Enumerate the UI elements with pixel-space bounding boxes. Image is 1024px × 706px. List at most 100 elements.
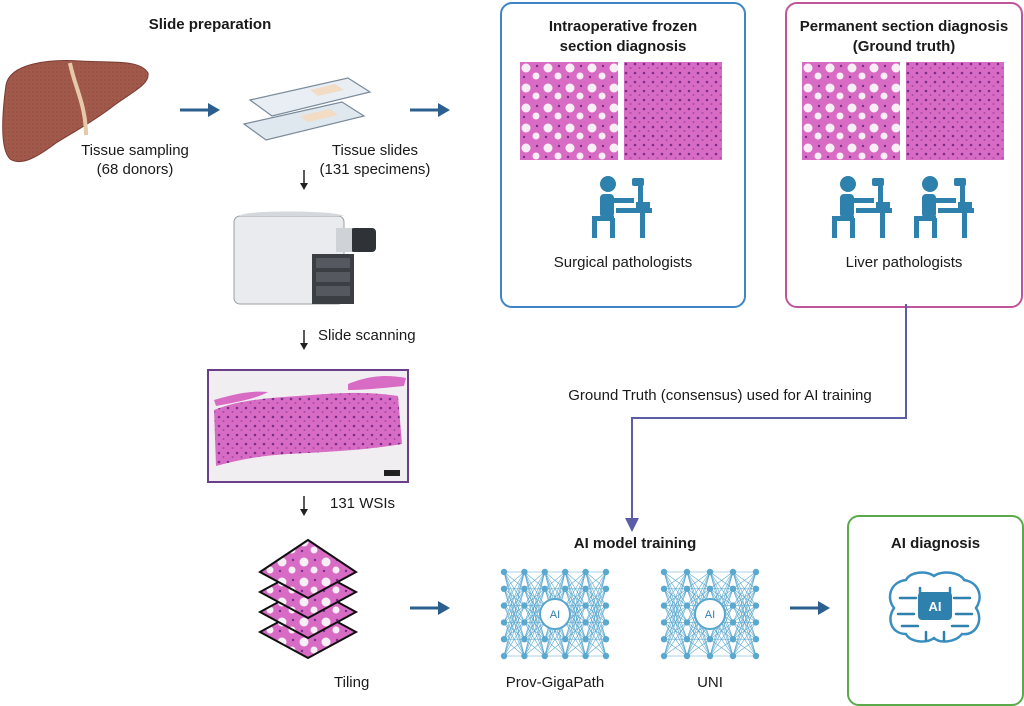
nn-node	[521, 568, 528, 576]
permanent-he-image-steatosis	[802, 62, 900, 160]
nn-edge	[544, 571, 566, 590]
nn-edge	[564, 588, 586, 657]
nn-node	[660, 619, 668, 626]
nn-edge	[503, 588, 525, 657]
uni-label: UNI	[697, 674, 723, 691]
nn-edge	[663, 588, 688, 657]
arrow-right-icon	[790, 601, 830, 615]
ai-diagnosis-title: AI diagnosis	[890, 535, 981, 552]
nn-edge	[663, 622, 688, 657]
nn-edge	[524, 571, 546, 623]
nn-edge	[524, 588, 546, 657]
ai-training-title: AI model training	[573, 535, 697, 552]
neural-network-uni: AI	[660, 568, 760, 660]
nn-node	[541, 636, 548, 643]
frozen-title-line2: section diagnosis	[559, 38, 687, 55]
permanent-title-line2: (Ground truth)	[852, 38, 956, 55]
permanent-he-image-normal	[906, 62, 1004, 160]
tissue-sampling-label: Tissue sampling (68 donors)	[60, 141, 210, 179]
nn-node	[582, 568, 589, 576]
nn-edge	[732, 571, 757, 657]
nn-edge	[564, 571, 586, 606]
nn-node	[706, 568, 714, 576]
nn-node	[602, 652, 610, 660]
frozen-title-line1: Intraoperative frozen	[548, 18, 698, 35]
nn-node	[582, 585, 589, 592]
arrow-right-icon	[410, 103, 450, 117]
nn-node	[582, 652, 589, 660]
ai-node-badge	[539, 598, 571, 630]
whole-slide-image	[207, 369, 409, 483]
nn-edge	[503, 571, 525, 590]
nn-node	[562, 652, 569, 660]
nn-edge	[564, 622, 586, 657]
tissue-slides-line2: (131 specimens)	[319, 161, 431, 178]
nn-edge	[686, 571, 711, 606]
nn-node	[752, 568, 760, 576]
nn-edge	[686, 638, 711, 657]
nn-edge	[585, 622, 607, 657]
nn-node	[582, 619, 589, 626]
slide-preparation-title: Slide preparation	[148, 16, 272, 33]
liver-pathologists-label: Liver pathologists	[845, 254, 963, 271]
nn-edge	[732, 622, 757, 657]
nn-node	[582, 602, 589, 609]
pathologist-microscope-icon	[832, 176, 892, 238]
nn-edge	[585, 571, 607, 623]
nn-edge	[503, 571, 525, 606]
nn-node	[602, 619, 610, 626]
nn-node	[500, 602, 508, 609]
nn-edge	[524, 571, 546, 657]
nn-node	[729, 602, 737, 609]
nn-edge	[565, 571, 586, 590]
nn-node	[683, 568, 691, 576]
nn-node	[521, 619, 528, 626]
nn-node	[752, 652, 760, 660]
nn-edge	[732, 571, 757, 606]
ground-truth-connector	[625, 304, 907, 532]
wsis-count-label: 131 WSIs	[330, 495, 396, 512]
nn-node	[500, 652, 508, 660]
nn-edge	[663, 571, 688, 606]
ai-node-label: AI	[705, 609, 715, 621]
nn-node	[683, 602, 691, 609]
nn-edge	[503, 571, 525, 623]
nn-edge	[524, 622, 546, 657]
nn-edge	[585, 605, 607, 657]
nn-node	[752, 585, 760, 592]
nn-edge	[524, 571, 546, 606]
nn-edge	[503, 571, 525, 657]
nn-edge	[732, 588, 757, 657]
nn-node	[500, 636, 508, 643]
nn-edge	[686, 571, 711, 590]
nn-edge	[732, 571, 757, 590]
surgical-pathologists-label: Surgical pathologists	[553, 254, 693, 271]
ground-truth-note: Ground Truth (consensus) used for AI tra…	[540, 386, 900, 405]
nn-edge	[709, 638, 734, 657]
nn-node	[752, 619, 760, 626]
nn-edge	[524, 638, 545, 657]
nn-edge	[686, 571, 711, 623]
nn-edge	[585, 571, 607, 640]
nn-edge	[732, 638, 757, 657]
nn-edge	[585, 571, 607, 590]
ai-chip-label: AI	[929, 599, 942, 614]
nn-node	[521, 652, 528, 660]
tissue-sampling-line1: Tissue sampling	[81, 142, 189, 159]
nn-node	[541, 652, 548, 660]
nn-edge	[732, 605, 757, 657]
nn-node	[500, 585, 508, 592]
nn-edge	[732, 571, 757, 640]
prov-gigapath-label: Prov-GigaPath	[505, 674, 605, 691]
nn-node	[729, 652, 737, 660]
nn-node	[729, 619, 737, 626]
nn-edge	[564, 571, 586, 657]
nn-node	[660, 585, 668, 592]
nn-node	[752, 636, 760, 643]
nn-node	[521, 585, 528, 592]
nn-edge	[585, 571, 607, 606]
arrow-down-icon	[300, 330, 308, 350]
pathologist-microscope-icon	[592, 176, 652, 238]
nn-edge	[503, 638, 525, 657]
frozen-he-image-normal	[624, 62, 722, 160]
